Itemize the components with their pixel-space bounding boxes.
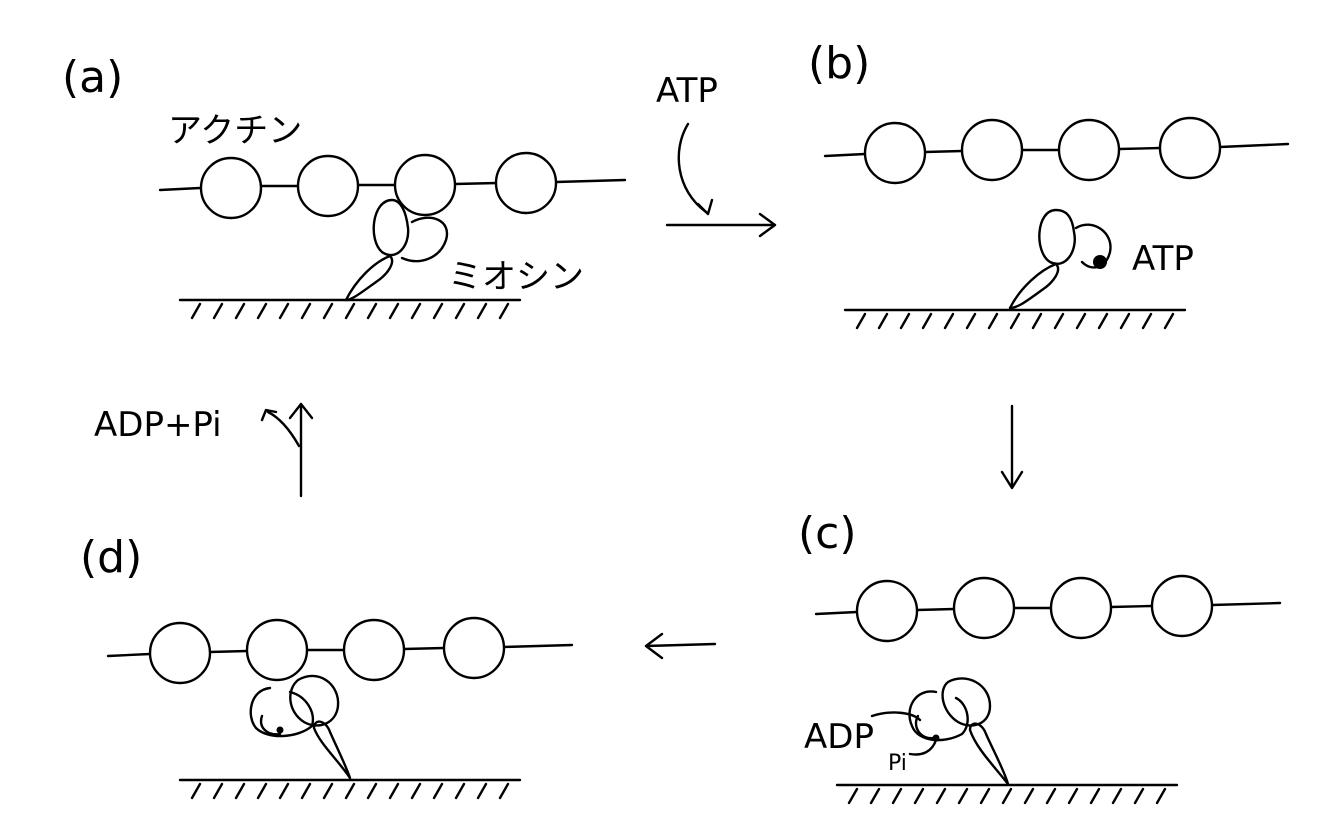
actin-monomer <box>296 154 360 218</box>
pi-label: Pi <box>888 751 907 776</box>
surface-d <box>178 778 522 800</box>
surface-b <box>843 308 1187 330</box>
actin-monomer <box>245 618 309 682</box>
adp-label: ADP <box>804 717 874 757</box>
actin-monomer <box>342 618 406 682</box>
panel-d: (d) <box>80 532 574 800</box>
actin-monomer <box>1057 118 1121 182</box>
actin-monomer <box>1158 116 1222 180</box>
actin-monomer <box>863 121 927 185</box>
actin-filament-a <box>158 151 627 220</box>
actin-monomer <box>148 621 212 685</box>
actin-filament-d <box>106 616 574 685</box>
myosin-d <box>249 674 352 780</box>
panel-a-label: (a) <box>62 52 123 103</box>
myosin-label: ミオシン <box>448 257 584 297</box>
arrow-d-to-a: ADP+Pi <box>94 402 314 498</box>
arrow-c-to-d <box>644 632 717 660</box>
residual-dot <box>276 726 284 734</box>
surface-a <box>178 298 522 320</box>
myosin-c <box>870 677 1010 786</box>
actin-monomer <box>199 156 263 220</box>
surface-c <box>835 783 1179 805</box>
adp-pi-release-label: ADP+Pi <box>94 405 222 445</box>
actin-monomer <box>442 616 506 680</box>
actin-monomer <box>1150 574 1214 638</box>
actin-monomer <box>952 576 1016 640</box>
actin-monomer <box>960 118 1024 182</box>
panel-c: (c) ADP Pi <box>798 508 1282 805</box>
actin-filament-c <box>814 574 1282 643</box>
panel-b-label: (b) <box>808 38 870 89</box>
atp-bound-dot <box>1093 255 1107 269</box>
atp-bound-label: ATP <box>1132 239 1194 279</box>
panel-c-label: (c) <box>798 508 857 559</box>
actin-monomer <box>393 153 457 217</box>
panel-d-label: (d) <box>80 532 142 583</box>
actin-monomer <box>494 151 558 215</box>
panel-b: (b) ATP <box>808 38 1290 330</box>
myosin-a <box>344 198 449 302</box>
panel-a: (a) アクチン ミオシン <box>62 52 627 320</box>
actin-monomer <box>1049 576 1113 640</box>
actin-monomer <box>855 579 919 643</box>
actin-filament-b <box>823 116 1290 185</box>
atp-input-label: ATP <box>656 71 718 111</box>
arrow-b-to-c <box>1000 404 1024 490</box>
pi-bound-dot <box>932 734 940 742</box>
arrow-a-to-b: ATP <box>656 71 777 238</box>
actin-label: アクチン <box>168 111 302 151</box>
myosin-b <box>1008 208 1112 310</box>
